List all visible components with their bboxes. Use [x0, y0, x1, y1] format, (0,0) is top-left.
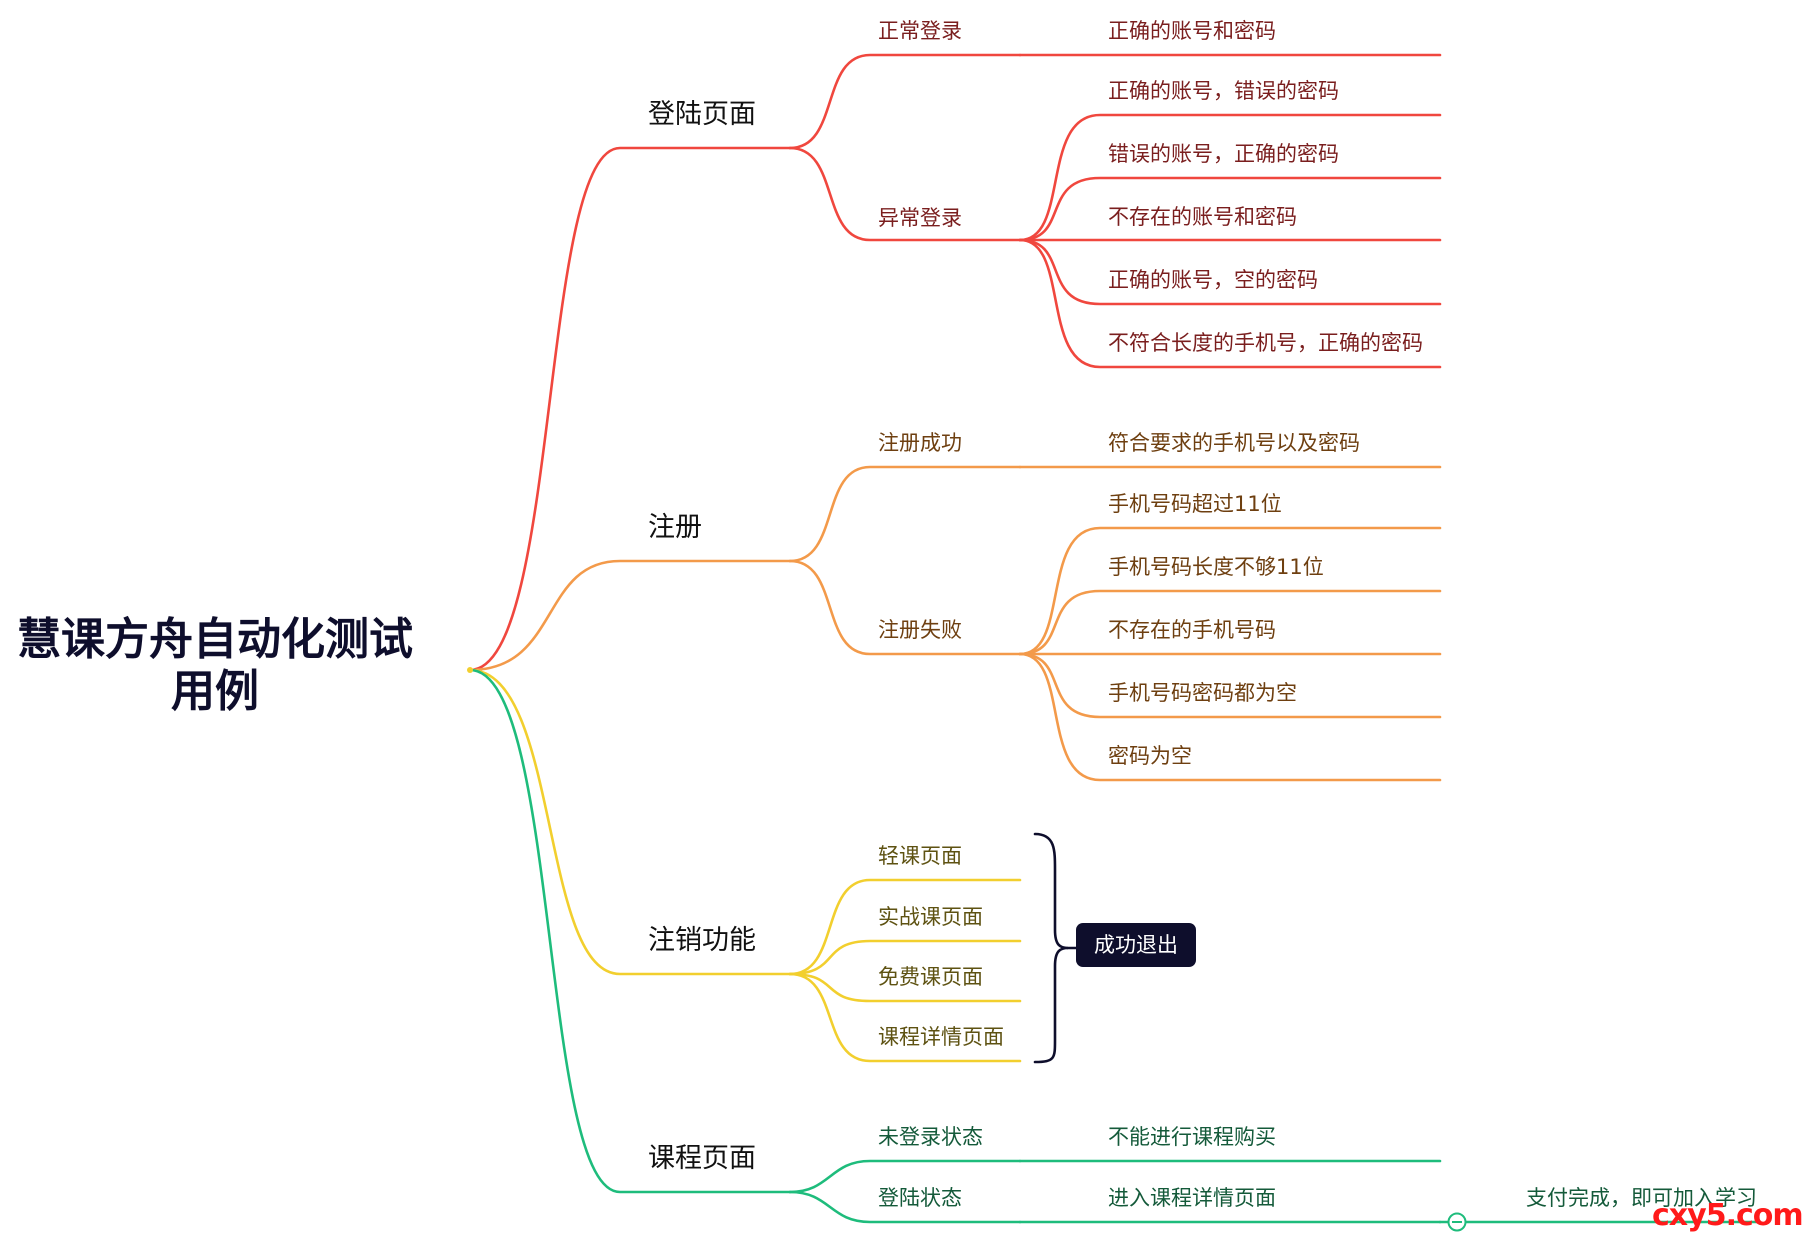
watermark: cxy5.com	[1652, 1198, 1803, 1233]
connector-leaf	[1018, 176, 1442, 242]
leaf-node[interactable]: 符合要求的手机号以及密码	[1108, 431, 1360, 455]
connector-leaf	[788, 878, 1022, 976]
connector-root-login	[468, 146, 792, 672]
leaf-node[interactable]: 不存在的手机号码	[1108, 618, 1276, 642]
branch-register[interactable]: 注册	[648, 512, 702, 543]
branch-course-page[interactable]: 课程页面	[648, 1143, 756, 1174]
node-abnormal-login[interactable]: 异常登录	[878, 206, 962, 230]
connector-root-register	[468, 559, 792, 672]
connector-course-notlogged	[788, 1159, 1022, 1194]
node-normal-login[interactable]: 正常登录	[878, 19, 962, 43]
leaf-node[interactable]: 手机号码密码都为空	[1108, 681, 1297, 705]
connector-leaf	[788, 972, 1022, 1063]
node-register-fail[interactable]: 注册失败	[878, 618, 962, 642]
connector-root-logout	[468, 668, 792, 976]
connector-leaf	[788, 972, 1022, 1003]
root-title[interactable]: 慧课方舟自动化测试用例	[17, 614, 413, 717]
leaf-node[interactable]: 手机号码超过11位	[1108, 492, 1282, 516]
node-light-course[interactable]: 轻课页面	[878, 844, 962, 868]
connector-leaf	[1018, 238, 1442, 369]
leaf-node[interactable]: 正确的账号，空的密码	[1108, 268, 1318, 292]
node-free-course[interactable]: 免费课页面	[878, 965, 983, 989]
root-junction	[467, 667, 473, 673]
connector-leaf	[1018, 652, 1442, 719]
leaf-node[interactable]: 正确的账号，错误的密码	[1108, 79, 1339, 103]
summary-brace	[1033, 832, 1069, 1064]
connector-register-fail	[788, 559, 1022, 656]
node-logged-in[interactable]: 登陆状态	[878, 1186, 962, 1210]
node-register-success[interactable]: 注册成功	[878, 431, 962, 455]
connector-leaf	[1018, 113, 1442, 242]
connector-login-abnormal	[788, 146, 1022, 242]
branch-logout[interactable]: 注销功能	[648, 925, 756, 956]
leaf-node[interactable]: 错误的账号，正确的密码	[1108, 142, 1339, 166]
connector-leaf	[788, 939, 1022, 976]
branch-login-page[interactable]: 登陆页面	[648, 99, 756, 130]
connector-leaf	[1018, 238, 1442, 306]
connector-course-logged	[788, 1190, 1022, 1224]
leaf-node[interactable]: 不能进行课程购买	[1108, 1125, 1276, 1149]
leaf-node[interactable]: 不符合长度的手机号，正确的密码	[1108, 331, 1423, 355]
connector-login-normal	[788, 53, 1022, 150]
leaf-node[interactable]: 手机号码长度不够11位	[1108, 555, 1324, 579]
leaf-node[interactable]: 进入课程详情页面	[1108, 1186, 1276, 1210]
connector-leaf	[1018, 652, 1442, 782]
connector-register-success	[788, 465, 1022, 563]
connector-leaf	[1018, 526, 1442, 656]
connector-leaf	[1018, 589, 1442, 656]
leaf-node[interactable]: 密码为空	[1108, 744, 1192, 768]
node-not-logged-in[interactable]: 未登录状态	[878, 1125, 983, 1149]
leaf-node[interactable]: 不存在的账号和密码	[1108, 205, 1297, 229]
summary-success-logout[interactable]: 成功退出	[1076, 923, 1196, 967]
node-practice-course[interactable]: 实战课页面	[878, 905, 983, 929]
connector-root-course	[468, 668, 792, 1194]
node-course-detail[interactable]: 课程详情页面	[878, 1025, 1004, 1049]
leaf-node[interactable]: 正确的账号和密码	[1108, 19, 1276, 43]
leaf-node-extra[interactable]: 支付完成，即可加入学习	[1526, 1186, 1757, 1210]
